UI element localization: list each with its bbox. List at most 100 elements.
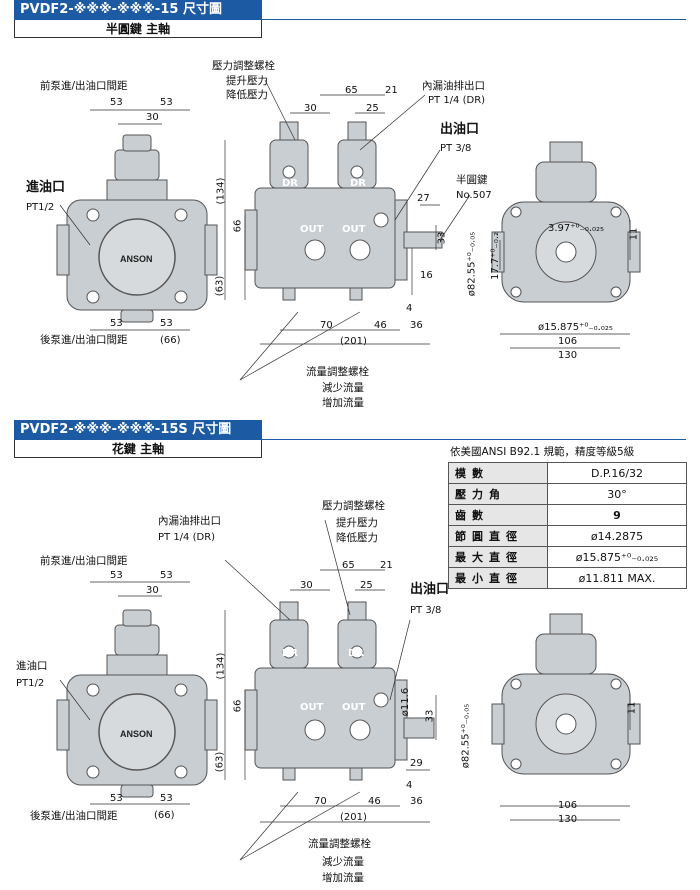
s1-d33: 33 — [436, 231, 448, 245]
s2-inlet-spec: PT1/2 — [16, 678, 45, 689]
s1-d65: 65 — [345, 85, 358, 96]
s1-d25: 25 — [366, 103, 379, 114]
s2-end-d130: 130 — [558, 814, 578, 825]
s2-end-pump — [491, 613, 641, 775]
s2-out2: OUT — [342, 702, 366, 713]
s1-front-pump — [56, 134, 218, 323]
s1-end-d15875: ø15.875⁺⁰₋₀.₀₂₅ — [538, 322, 613, 333]
s2-front-pump — [56, 609, 218, 798]
s2-shaft: ø82.55⁺⁰₋₀.₀₅ — [460, 703, 472, 769]
s2-d116: ø11.6 — [400, 687, 412, 717]
s1-end-d397: 3.97⁺⁰₋₀.₀₂₅ — [548, 223, 605, 234]
s2-dim-53a: 53 — [110, 570, 123, 581]
s1-inlet-label: 進油口 — [26, 180, 66, 195]
spec-value: ø11.811 MAX. — [547, 567, 687, 589]
s2-d21: 21 — [380, 560, 393, 571]
s1-pressure-adj: 壓力調整螺栓 — [212, 60, 275, 72]
s1-d134: (134) — [215, 177, 227, 205]
s1-key-no: No.507 — [456, 190, 492, 201]
s1-d4: 4 — [406, 303, 413, 314]
s1-d27: 27 — [417, 193, 430, 204]
spec-key: 模數 — [448, 462, 548, 484]
s1-end-d130: 130 — [558, 350, 578, 361]
s1-dr1: DR — [282, 178, 299, 189]
s2-decrease: 減少流量 — [322, 856, 364, 868]
section1-title-rule — [262, 19, 686, 20]
s1-flow-adj: 流量調整螺栓 — [306, 366, 369, 378]
s1-lower: 降低壓力 — [226, 89, 268, 101]
s2-d63: (63) — [214, 751, 226, 773]
s1-out1: OUT — [300, 224, 324, 235]
s2-d66: 66 — [232, 699, 244, 713]
s2-d134: (134) — [215, 652, 227, 680]
s1-out2: OUT — [342, 224, 366, 235]
section2-subtitle: 花鍵 主軸 — [14, 440, 262, 458]
spec-value: ø14.2875 — [547, 525, 687, 547]
s2-d36: 36 — [410, 796, 423, 807]
s2-front-bottom-label: 後泵進/出油口間距 — [30, 810, 118, 822]
s2-dr2: DR — [348, 648, 365, 659]
s2-side-pump — [244, 601, 408, 781]
s1-front-top-label: 前泵進/出油口間距 — [40, 80, 128, 92]
s2-drain: 內漏油排出口 — [158, 515, 221, 527]
s1-outlet: 出油口 — [440, 122, 480, 137]
s1-end-d177: 17.7⁺⁰₋₀.₂ — [490, 231, 502, 281]
s2-lower: 降低壓力 — [336, 532, 378, 544]
s1-d30: 30 — [304, 103, 317, 114]
spec-key: 最小直徑 — [448, 567, 548, 589]
s2-dim-53b: 53 — [160, 570, 173, 581]
s2-raise: 提升壓力 — [336, 517, 378, 529]
s2-end-d106: 106 — [558, 800, 578, 811]
s2-d25: 25 — [360, 580, 373, 591]
s1-dim-53b: 53 — [160, 97, 173, 108]
s2-drain-spec: PT 1/4 (DR) — [158, 532, 216, 543]
spec-key: 最大直徑 — [448, 546, 548, 568]
s2-dim-53d: 53 — [160, 793, 173, 804]
s1-end-pump — [491, 141, 641, 303]
s1-front-bottom-label: 後泵進/出油口間距 — [40, 334, 128, 346]
s2-increase: 增加流量 — [322, 872, 364, 884]
s1-dim-53c: 53 — [110, 318, 123, 329]
s2-flow-adj: 流量調整螺栓 — [308, 838, 371, 850]
s1-d201: (201) — [340, 336, 367, 347]
s2-d65: 65 — [342, 560, 355, 571]
s1-inlet-spec: PT1/2 — [26, 202, 55, 213]
s2-dim-30: 30 — [146, 585, 159, 596]
s1-end-d11: 11 — [628, 227, 640, 241]
s2-outlet-spec: PT 3/8 — [410, 605, 442, 616]
s1-dim-30: 30 — [146, 112, 159, 123]
s2-d201: (201) — [340, 812, 367, 823]
s1-d63: (63) — [214, 275, 226, 297]
spec-value: D.P.16/32 — [547, 462, 687, 484]
s1-side-pump — [244, 121, 408, 301]
s1-shaft: ø82.55⁺⁰₋₀.₀₅ — [466, 231, 478, 297]
s1-raise: 提升壓力 — [226, 75, 268, 87]
s2-dim-53c: 53 — [110, 793, 123, 804]
s1-drain-spec: PT 1/4 (DR) — [428, 95, 486, 106]
s2-end-d11: 11 — [626, 701, 638, 715]
s2-inlet-label: 進油口 — [16, 660, 48, 672]
s1-d36: 36 — [410, 320, 423, 331]
s2-anson-label: ANSON — [120, 729, 153, 739]
s2-spec-note: 依美國ANSI B92.1 規範，精度等級5級 — [450, 446, 635, 458]
s1-end-d106: 106 — [558, 336, 578, 347]
spec-value: ø15.875⁺⁰₋₀.₀₂₅ — [547, 546, 687, 568]
section2-title: PVDF2-※※※-※※※-15S 尺寸圖 — [14, 420, 262, 440]
s1-dim-53a: 53 — [110, 97, 123, 108]
s1-d70: 70 — [320, 320, 333, 331]
s1-drain: 內漏油排出口 — [422, 80, 485, 92]
s1-dr2: DR — [350, 178, 367, 189]
s2-d33: 33 — [424, 709, 436, 723]
s2-d70: 70 — [314, 796, 327, 807]
s1-dim-66: (66) — [160, 335, 181, 346]
s1-d46: 46 — [374, 320, 387, 331]
spec-key: 壓力角 — [448, 483, 548, 505]
s2-d4: 4 — [406, 780, 413, 791]
s2-pressure-adj: 壓力調整螺栓 — [322, 500, 385, 512]
